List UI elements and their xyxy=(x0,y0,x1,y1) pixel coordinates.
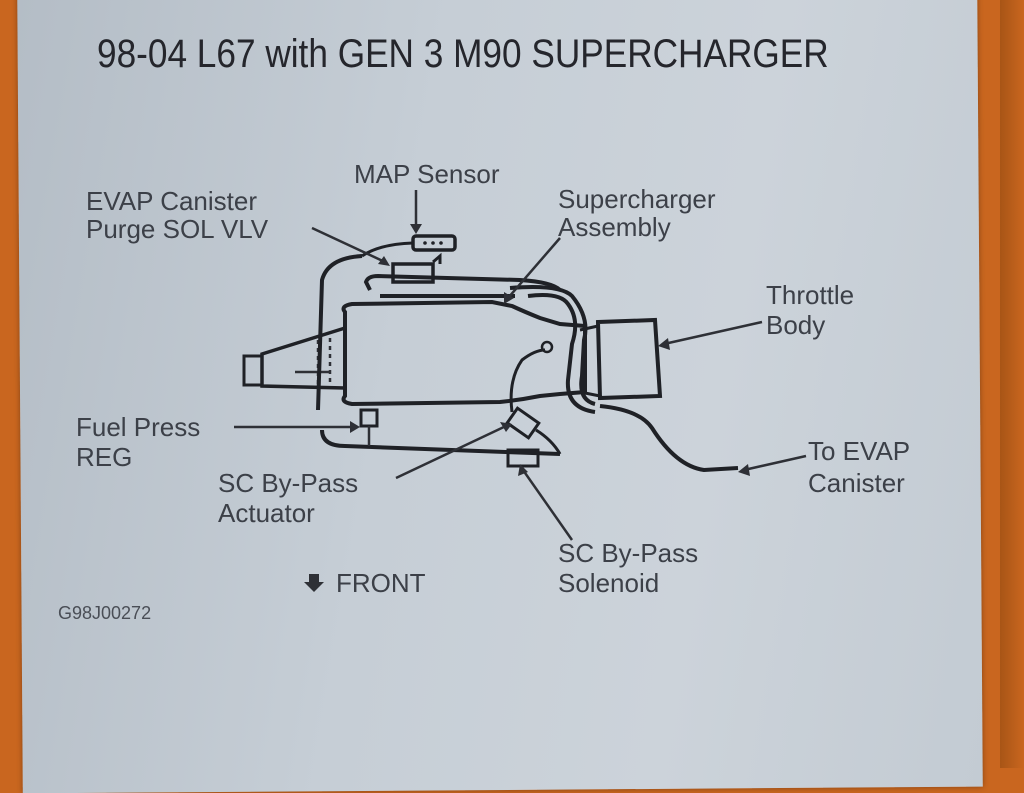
label-actuator-line2: Actuator xyxy=(218,498,315,528)
evap-purge-valve xyxy=(391,252,442,284)
label-throttle-line2: Body xyxy=(766,310,825,340)
throttle-body xyxy=(579,317,663,401)
down-arrow-icon xyxy=(304,574,324,592)
label-solenoid-line1: SC By-Pass xyxy=(558,538,698,568)
label-supercharger-line2: Assembly xyxy=(558,212,671,242)
figure-code: G98J00272 xyxy=(58,603,151,623)
label-throttle-line1: Throttle xyxy=(766,280,854,310)
label-supercharger-line1: Supercharger xyxy=(558,184,716,214)
desk-background xyxy=(1000,0,1024,768)
leader-lines xyxy=(234,190,807,541)
bypass-solenoid xyxy=(506,448,540,468)
label-fuel-line1: Fuel Press xyxy=(76,412,200,442)
label-fuel-line2: REG xyxy=(76,442,132,472)
front-indicator: FRONT xyxy=(304,568,426,598)
label-evap-purge-line1: EVAP Canister xyxy=(86,186,257,216)
label-evap-purge-line2: Purge SOL VLV xyxy=(86,214,269,244)
label-front: FRONT xyxy=(336,568,426,598)
fuel-pressure-regulator xyxy=(359,408,379,446)
bypass-actuator xyxy=(505,340,562,455)
label-actuator-line1: SC By-Pass xyxy=(218,468,358,498)
supercharger-vacuum-diagram: MAP Sensor EVAP Canister Purge SOL VLV S… xyxy=(58,159,910,623)
map-sensor xyxy=(361,234,457,258)
label-solenoid-line2: Solenoid xyxy=(558,568,659,598)
label-to-evap-line2: Canister xyxy=(808,468,905,498)
label-to-evap-line1: To EVAP xyxy=(808,436,910,466)
page-title: 98-04 L67 with GEN 3 M90 SUPERCHARGER xyxy=(97,32,829,76)
label-map-sensor: MAP Sensor xyxy=(354,159,500,189)
supercharger-body xyxy=(242,299,587,407)
